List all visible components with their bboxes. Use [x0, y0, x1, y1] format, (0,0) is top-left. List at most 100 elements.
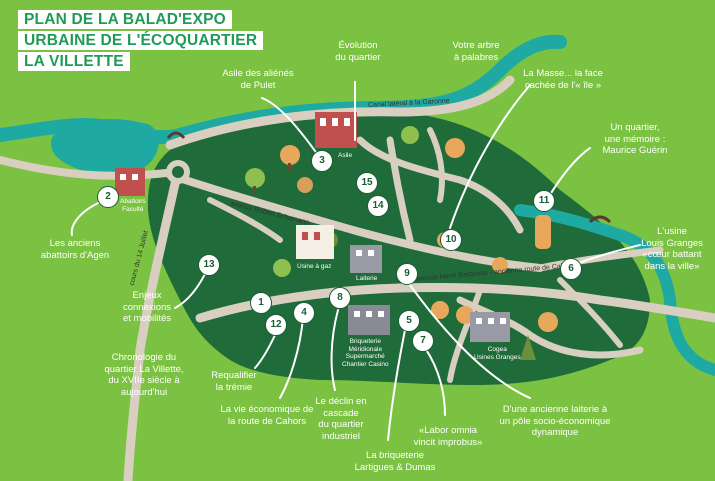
bldg-brique-2: Méridionale	[348, 345, 383, 353]
label-vie-1: La vie économique de	[220, 404, 314, 415]
stop-2[interactable]: 2	[97, 186, 119, 208]
label-chrono-4: aujourd'hui	[120, 386, 168, 398]
building-abattoirs	[115, 168, 145, 196]
label-vie: La vie économique de la route de Cahors	[212, 404, 322, 427]
stop-14[interactable]: 14	[367, 195, 389, 217]
arrow-labor	[424, 347, 446, 416]
title-line-1: PLAN DE LA BALAD'EXPO	[18, 10, 232, 29]
road-inner-4	[456, 296, 644, 359]
road-west	[0, 156, 179, 180]
bldg-brique-1: Briqueterie	[349, 338, 382, 345]
label-laiterie-3: dynamique	[531, 427, 579, 438]
label-guerin-3: Maurice Guérin	[602, 145, 668, 156]
label-granges-1: L'usine	[657, 226, 687, 237]
label-arbre: Votre arbre à palabres	[436, 40, 516, 63]
bldg-cogea-1: Cogea	[487, 346, 507, 353]
callout-arrows	[70, 81, 641, 441]
arrow-declin	[330, 309, 339, 391]
road-cours	[123, 165, 183, 481]
label-evolution: Évolution du quartier	[318, 40, 398, 63]
label-masse: La Masse... la face cachée de l'« île »	[508, 68, 618, 91]
stop-12[interactable]: 12	[265, 314, 287, 336]
label-asile-2: de Pulet	[240, 79, 276, 91]
label-arbre-2: à palabres	[453, 51, 499, 63]
bldg-label-asile: Asile	[338, 152, 353, 159]
stop-5[interactable]: 5	[398, 310, 420, 332]
label-brique-1: La briqueterie	[365, 450, 425, 461]
label-trem: Requalifier la trémie	[204, 370, 264, 393]
stop-1[interactable]: 1	[250, 292, 272, 314]
label-laiterie-1: D'une ancienne laiterie à	[502, 404, 608, 415]
label-declin-4: industriel	[321, 430, 361, 442]
stop-6[interactable]: 6	[560, 258, 582, 280]
label-declin-2: cascade	[323, 407, 359, 419]
label-abattoirs-2: abattoirs d'Agen	[40, 249, 110, 261]
bldg-abattoirs-1: Abattoirs	[120, 198, 146, 205]
label-labor-1: «Labor omnia	[418, 425, 478, 436]
label-laiterie-2: un pôle socio-économique	[499, 415, 611, 427]
label-masse-1: La Masse... la face	[523, 68, 603, 79]
road-inner-7	[207, 197, 283, 243]
stop-7[interactable]: 7	[412, 330, 434, 352]
label-brique-2: Lartigues & Dumas	[354, 461, 436, 473]
buildings	[115, 112, 510, 342]
label-guerin-1: Un quartier,	[610, 122, 660, 133]
stop-13[interactable]: 13	[198, 254, 220, 276]
stop-10[interactable]: 10	[440, 229, 462, 251]
road-east	[536, 246, 664, 272]
bldg-label-usine-gaz: Usine à gaz	[297, 263, 332, 270]
road-inner-6	[447, 287, 483, 383]
road-inner-1	[386, 136, 414, 244]
label-laiterie: D'une ancienne laiterie à un pôle socio-…	[490, 404, 620, 439]
label-enjeux-3: et mobilités	[122, 313, 172, 324]
bldg-label-cogea: Cogea Usines Granges	[474, 346, 521, 361]
title-line-2: URBAINE DE L'ÉCOQUARTIER	[18, 31, 264, 50]
label-enjeux: Enjeux connexions et mobilités	[112, 290, 182, 325]
arrow-trem	[254, 334, 276, 369]
label-trem-2: la trémie	[215, 381, 253, 393]
arrow-vie	[279, 317, 304, 399]
stop-4[interactable]: 4	[293, 302, 315, 324]
trees	[245, 126, 558, 360]
road-inner-3	[427, 127, 445, 203]
district-area	[147, 109, 650, 385]
stop-3[interactable]: 3	[311, 150, 333, 172]
label-labor: «Labor omnia vincit improbus»	[408, 425, 488, 448]
arrow-guerin	[547, 147, 591, 199]
road-barbusse	[195, 283, 715, 323]
bldg-label-abattoirs: Abattoirs Faculté	[120, 198, 146, 213]
stop-8[interactable]: 8	[329, 287, 351, 309]
building-usine-gaz	[296, 225, 334, 259]
label-brique: La briqueterie Lartigues & Dumas	[350, 450, 440, 473]
stop-9[interactable]: 9	[396, 263, 418, 285]
arrow-3	[261, 97, 319, 156]
roundabout-west-inner	[172, 166, 184, 178]
label-guerin: Un quartier, une mémoire : Maurice Guéri…	[585, 122, 685, 157]
bridge-west	[166, 131, 186, 139]
title-line-3: LA VILLETTE	[18, 52, 130, 71]
arrow-masse	[449, 84, 531, 229]
label-masse-2: cachée de l'« île »	[524, 79, 602, 91]
label-asile: Asile des aliénés de Pulet	[208, 68, 308, 91]
stop-15[interactable]: 15	[356, 172, 378, 194]
label-declin: Le déclin en cascade du quartier industr…	[306, 396, 376, 442]
label-declin-1: Le déclin en	[315, 396, 367, 407]
building-laiterie	[350, 245, 382, 273]
bldg-brique-3: Supermarché	[345, 353, 385, 360]
label-chrono-1: Chronologie du	[111, 352, 177, 363]
bldg-abattoirs-2: Faculté	[122, 205, 144, 213]
label-granges: L'usine Louis Granges «cœur battant dans…	[630, 226, 714, 272]
building-asile	[315, 112, 357, 148]
building-cogea	[470, 312, 510, 342]
stop-11[interactable]: 11	[533, 190, 555, 212]
pond	[50, 118, 159, 175]
label-vie-2: la route de Cahors	[227, 415, 307, 427]
building-briqueterie	[348, 305, 390, 335]
label-evolution-2: du quartier	[335, 51, 381, 63]
label-guerin-2: une mémoire :	[604, 133, 666, 145]
label-trem-1: Requalifier	[211, 370, 257, 381]
road-inner-2	[356, 136, 524, 234]
map-title: PLAN DE LA BALAD'EXPO URBAINE DE L'ÉCOQU…	[18, 10, 268, 73]
bldg-label-briqueterie: Briqueterie Méridionale Supermarché Chan…	[342, 338, 389, 368]
road-inner-5	[557, 277, 623, 348]
